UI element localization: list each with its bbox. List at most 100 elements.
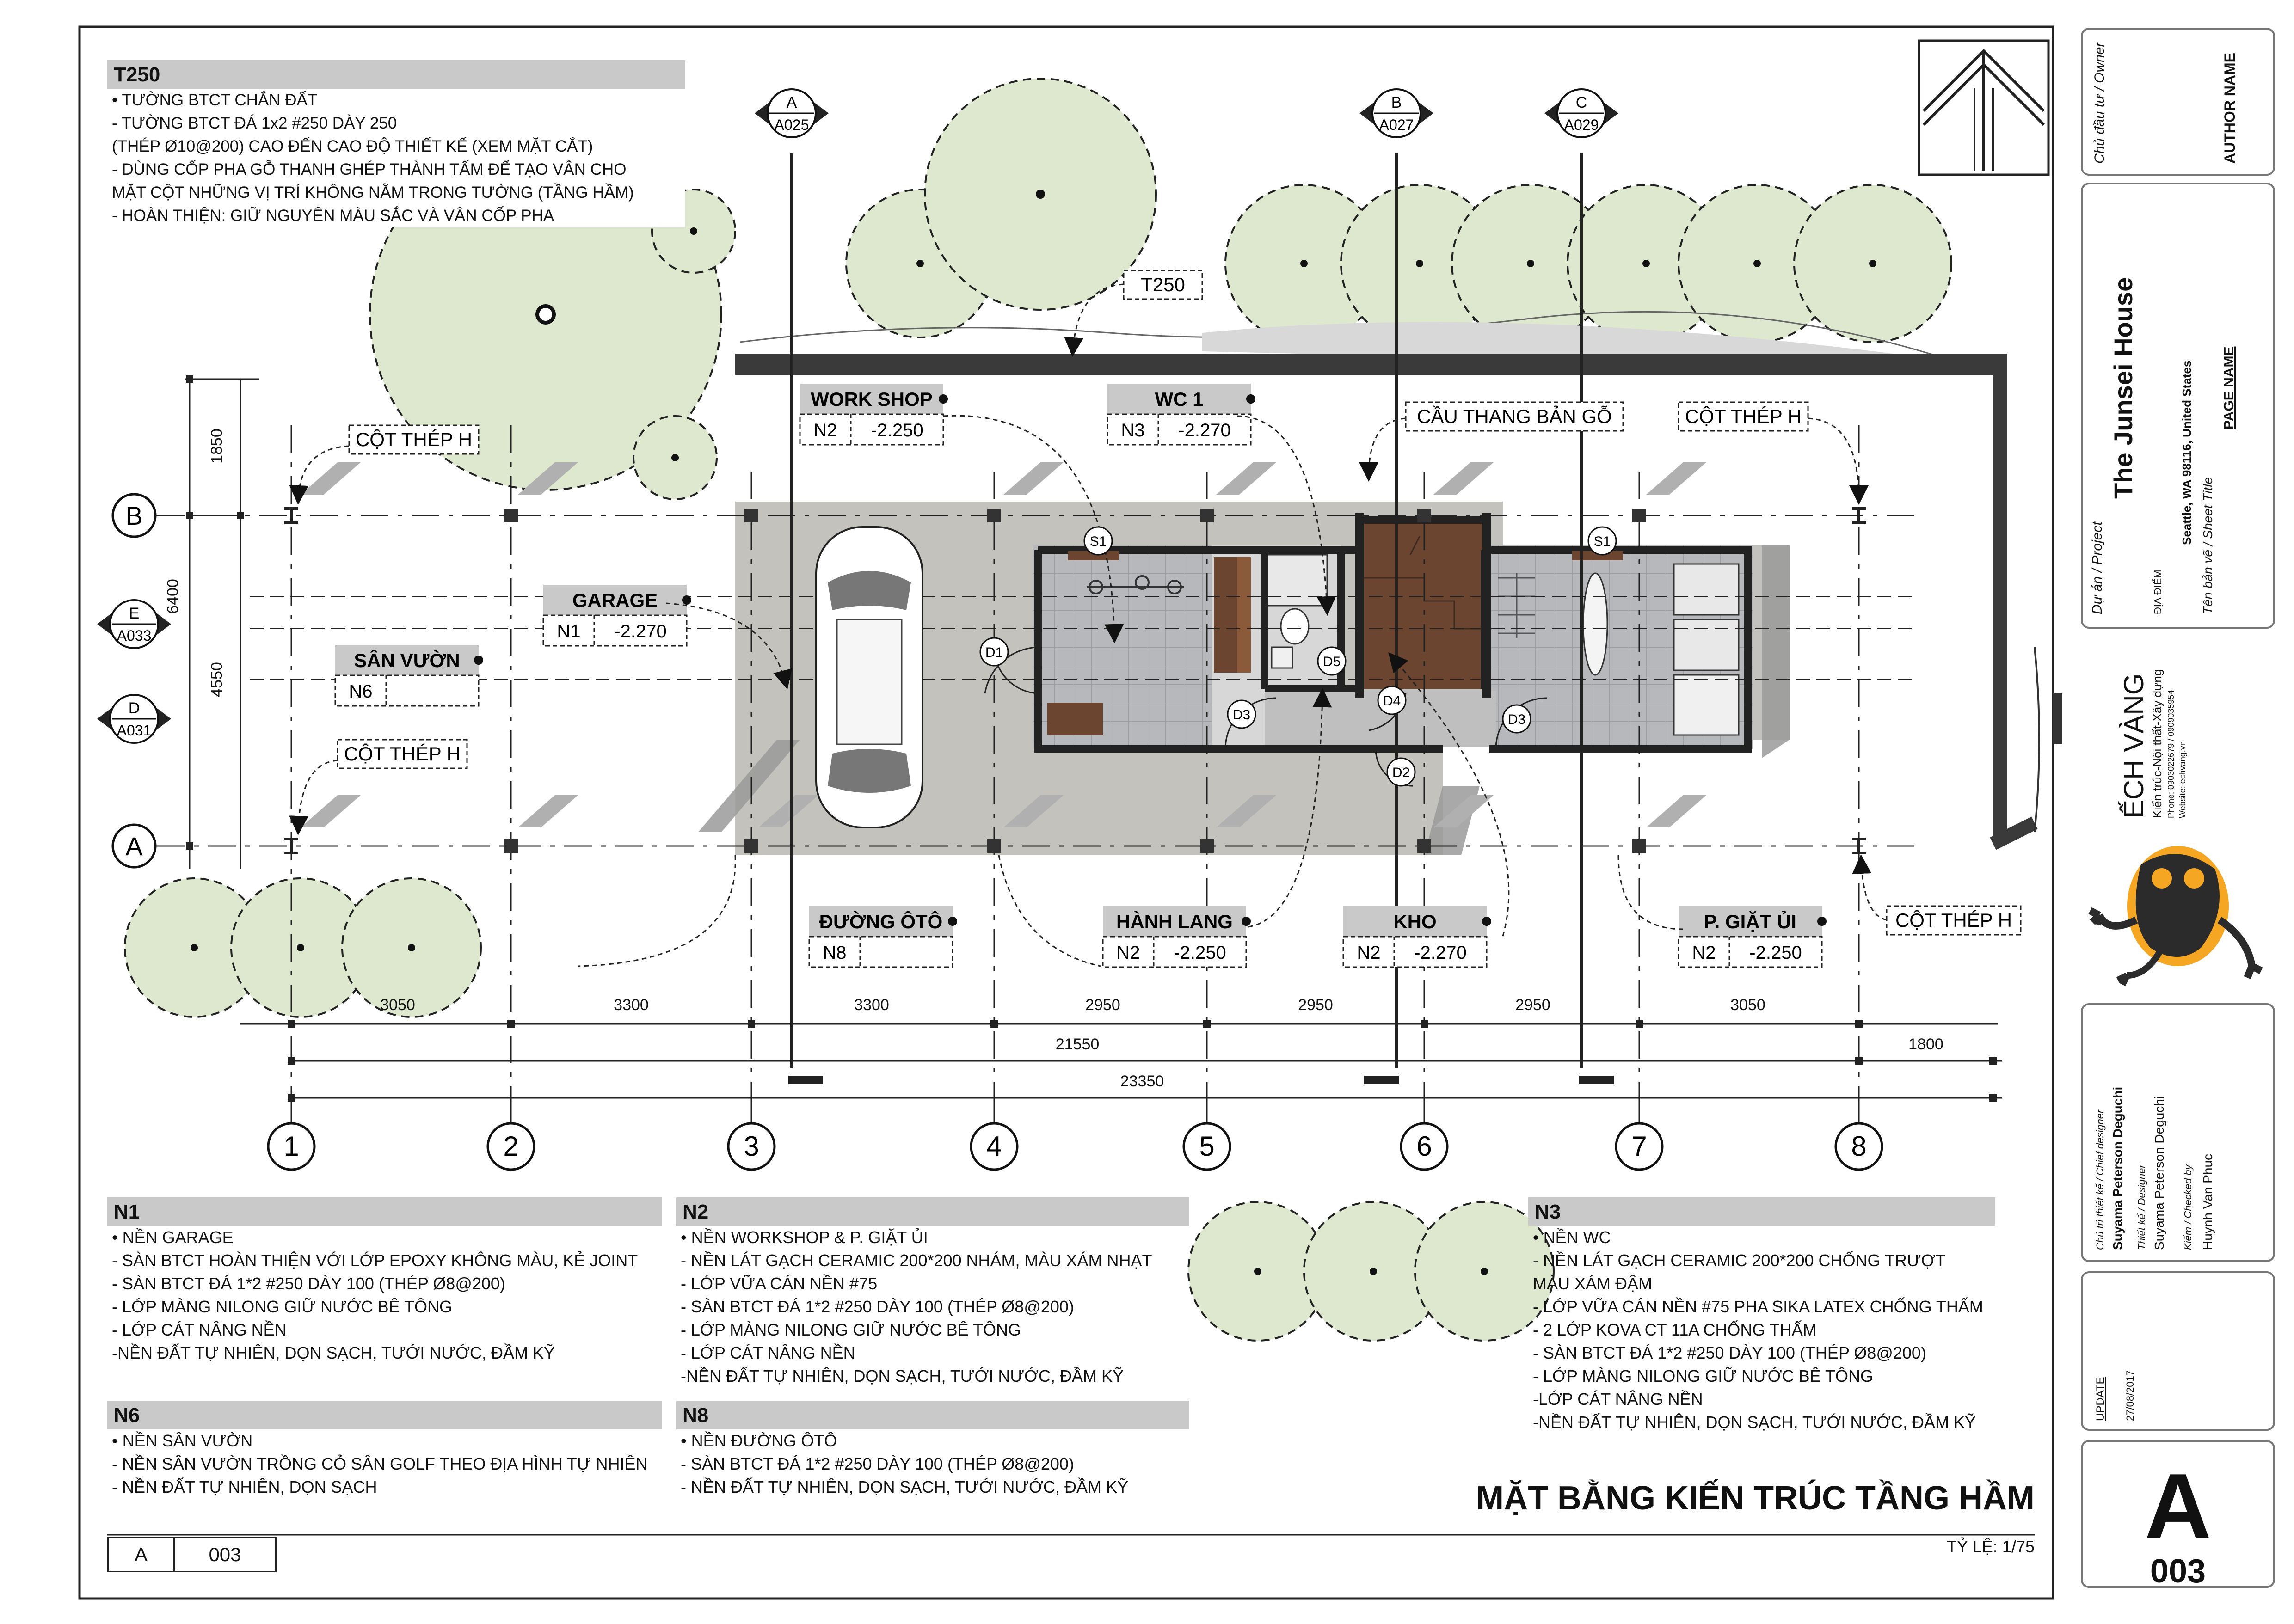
room-tag-name: GARAGE [572,589,658,611]
floor-note-line: -NỀN ĐẤT TỰ NHIÊN, DỌN SẠCH, TƯỚI NƯỚC, … [112,1343,555,1362]
grid-bubble-label: 5 [1199,1131,1214,1162]
floor-note-title: N1 [107,1197,662,1226]
title-block-sheet-number: A 003 [2081,1440,2275,1588]
dim-bay-3: 3300 [854,996,889,1014]
section-marker-letter: C [1576,94,1587,111]
sheet-title-value: PAGE NAME [2221,346,2237,429]
section-marker-letter: A [787,94,797,111]
t250-note-title: T250 [107,60,685,89]
grid-bubble-3: 3 [727,1086,776,1171]
floor-note-line: - NỀN LÁT GẠCH CERAMIC 200*200 NHÁM, MÀU… [681,1251,1152,1270]
company-name: ẾCH VÀNG [2118,673,2149,818]
floor-note-line: - SÀN BTCT ĐÁ 1*2 #250 DÀY 100 (THÉP Ø8@… [1533,1343,1926,1362]
floor-note-line: • NỀN SÂN VƯỜN [112,1431,253,1450]
owner-label: Chủ đầu tư / Owner [2092,42,2107,164]
room-tag-level: -2.270 [614,621,666,642]
grid-bubble-6: 6 [1400,1086,1449,1171]
title-block-update: UPDATE 27/08/2017 [2081,1271,2275,1431]
room-tag-name: WORK SHOP [811,388,933,410]
title-block-project: Dự án / Project The Junsei House ĐỊA ĐIỂ… [2081,183,2275,629]
floor-note-line: - SÀN BTCT ĐÁ 1*2 #250 DÀY 100 (THÉP Ø8@… [112,1274,505,1293]
floor-note-line: - LỚP MÀNG NILONG GIỮ NƯỚC BÊ TÔNG [112,1297,452,1316]
room-tag-floor: N3 [1121,420,1144,441]
door-tag-label: S1 [1594,534,1611,549]
grid-lines [157,425,1924,1086]
dim-vertical-3: 6400 [164,579,182,614]
wood-stair [1362,522,1484,689]
door-tag: D5 [1317,646,1347,676]
title-block-designers: Chủ trì thiết kế / Chief designer Suyama… [2081,1003,2275,1262]
door-tag-label: D2 [1392,765,1410,780]
update-value: 27/08/2017 [2124,1370,2136,1421]
company-phone: Phone: 0903022679 / 0909035954 [2166,690,2176,818]
floor-note-line: • NỀN WORKSHOP & P. GIẶT ỦI [681,1228,928,1247]
floor-note-n3: N3 • NỀN WC - NỀN LÁT GẠCH CERAMIC 200*2… [1528,1197,1995,1434]
checked-value: Huynh Van Phuc [2201,1153,2215,1250]
t250-note-line: MẶT CỘT NHỮNG VỊ TRÍ KHÔNG NẰM TRONG TƯỜ… [112,184,634,202]
door-tag: D3 [1227,699,1256,729]
callout-wall-t250-text: T250 [1141,274,1185,295]
update-label: UPDATE [2094,1377,2107,1421]
company-tagline: Kiến trúc-Nội thất-Xây dựng [2150,669,2164,818]
project-label: Dự án / Project [2090,521,2105,614]
room-tag-floor: N1 [557,621,580,642]
floor-note-line: - NỀN ĐẤT TỰ NHIÊN, DỌN SẠCH [112,1477,377,1496]
door-tag-label: D3 [1508,712,1525,727]
floor-note-line: - SÀN BTCT HOÀN THIỆN VỚI LỚP EPOXY KHÔN… [112,1251,638,1270]
room-tag-level: -2.250 [871,420,923,441]
floor-note-line: - NỀN SÂN VƯỜN TRỒNG CỎ SÂN GOLF THEO ĐỊ… [112,1454,648,1473]
company-website: Website: echvang.vn [2178,741,2187,818]
designer-value: Suyama Peterson Deguchi [2152,1096,2166,1250]
room-tag-floor: N2 [1357,943,1380,963]
callout-stair: CẦU THANG BẢN GỖ [1359,401,1624,482]
room-tag-name: SÂN VƯỜN [354,649,460,671]
floor-note-line: • NỀN GARAGE [112,1228,234,1247]
room-tag-name: WC 1 [1155,388,1204,410]
location-label: ĐỊA ĐIỂM [2152,570,2164,614]
floor-note-line: -NỀN ĐẤT TỰ NHIÊN, DỌN SẠCH, TƯỚI NƯỚC, … [1533,1413,1976,1432]
callout-steel-column-a-right-text: CỘT THÉP H [1895,909,2012,931]
room-tag: WORK SHOP N2 -2.250 [799,384,948,446]
room-tag-name: ĐƯỜNG ÔTÔ [819,910,943,932]
callout-wall-t250: T250 [1064,270,1203,357]
drawing-scale: TỶ LỆ: 1/75 [1946,1537,2035,1556]
dim-ticks [186,375,1997,1102]
room-tag: GARAGE N1 -2.270 [542,585,691,647]
door-tag: S1 [1587,526,1617,556]
dim-bay-1: 3050 [380,996,415,1014]
floor-note-n1: N1 • NỀN GARAGE - SÀN BTCT HOÀN THIỆN VỚ… [107,1197,662,1365]
section-marker-letter: E [129,605,140,622]
t250-note-line: - TƯỜNG BTCT ĐÁ 1x2 #250 DÀY 250 [112,114,397,132]
sheet-letter: A [2144,1455,2212,1558]
grid-bubble-label: 4 [986,1131,1002,1162]
section-marker-letter: D [129,699,140,717]
dim-bay-7: 3050 [1730,996,1765,1014]
room-tag-floor: N2 [813,420,837,441]
grid-bubble-B: B [111,493,176,538]
grid-bubble-8: 8 [1834,1086,1883,1171]
callout-stair-text: CẦU THANG BẢN GỖ [1417,405,1612,427]
grid-bubble-label: 2 [503,1131,518,1162]
column-shadows [301,462,1706,827]
floor-note-title: N3 [1528,1197,1995,1226]
dim-overall-1: 21550 [1056,1036,1100,1053]
chief-designer-value: Suyama Peterson Deguchi [2110,1086,2125,1250]
dim-vertical-2: 4550 [208,662,226,697]
t250-note-line: - DÙNG CỐP PHA GỖ THANH GHÉP THÀNH TẤM Đ… [112,160,627,178]
section-marker-sheet: A033 [117,627,152,644]
sheet-ref-number: 003 [209,1544,241,1565]
section-marker-E: E A033 [97,599,171,649]
door-tag-label: D3 [1233,707,1250,723]
grid-bubble-7: 7 [1615,1086,1664,1171]
retaining-wall-t250 [735,354,2002,375]
floor-note-line: - SÀN BTCT ĐÁ 1*2 #250 DÀY 100 (THÉP Ø8@… [681,1454,1074,1473]
grid-bubble-label: 1 [283,1131,299,1162]
dimension-texts: 3050 3300 3300 2950 2950 2950 3050 21550… [164,429,1943,1090]
